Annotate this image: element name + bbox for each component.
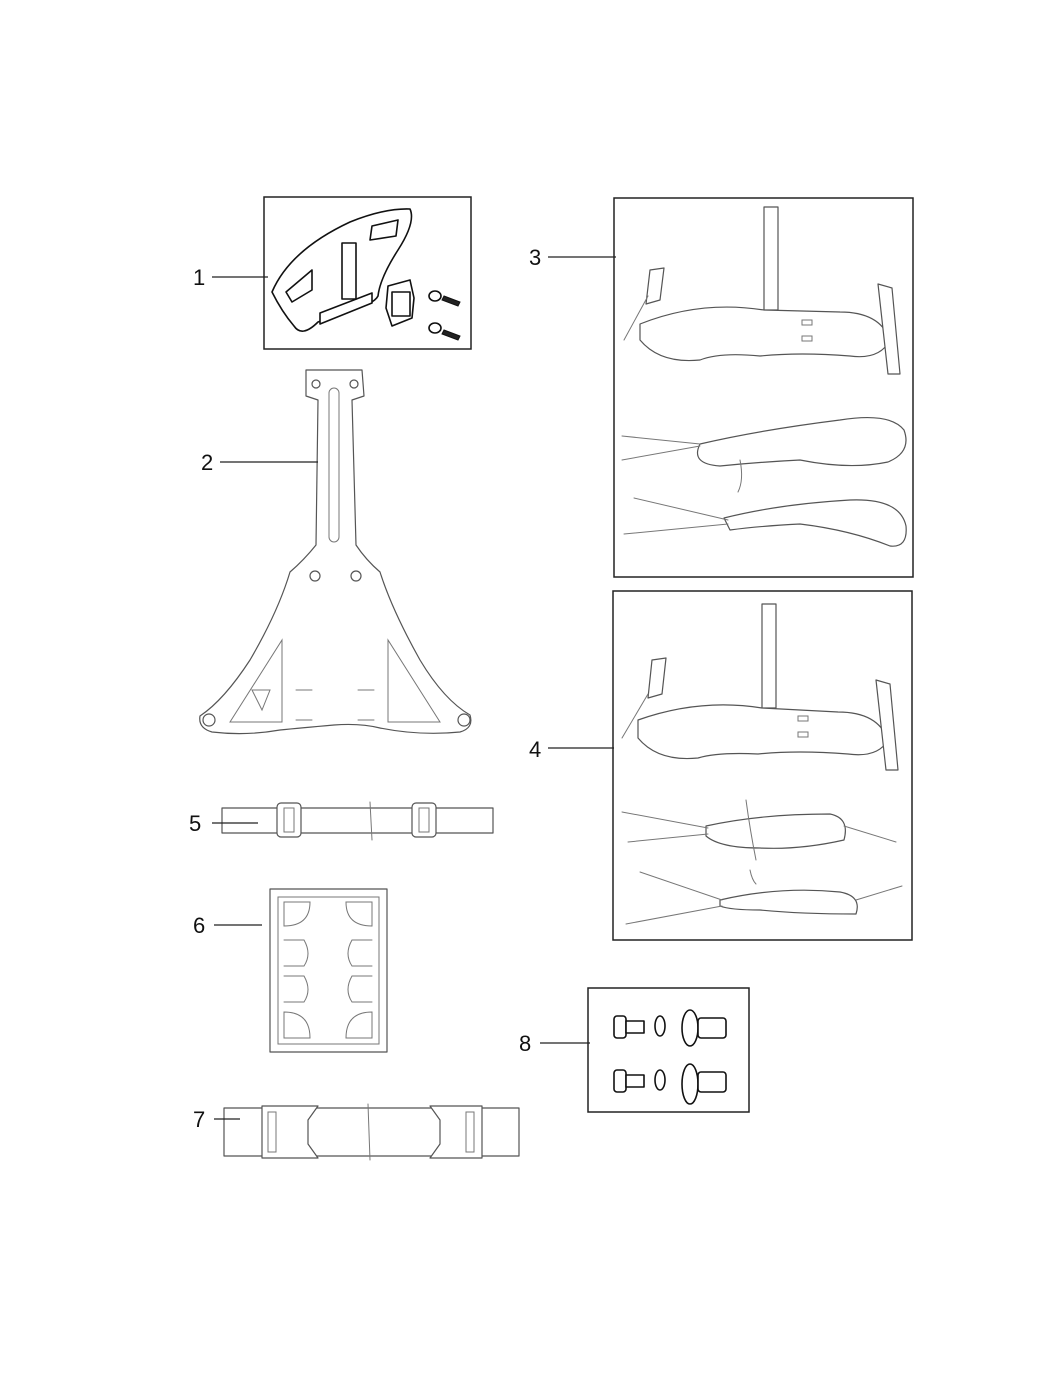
part-1-bracket-slot: [341, 242, 357, 300]
part-2-backplate-outline: [199, 369, 472, 735]
part-6-cell-2: [345, 901, 373, 927]
part-7-buckle-male-slot: [267, 1111, 277, 1153]
part-3-slot-2: [801, 335, 813, 342]
part-7-buckle-female-slot: [465, 1111, 475, 1153]
part-6-cell-3: [283, 939, 309, 967]
part-5-slider-left: [276, 802, 302, 838]
part-5-strap-with-sliders: [221, 801, 494, 841]
part-8-washer-1: [654, 1015, 666, 1037]
part-3-waist-belt: [639, 306, 891, 362]
callout-5: 5: [189, 811, 201, 836]
part-8-bolt-2-shank: [625, 1074, 645, 1088]
part-2-center-slot: [328, 387, 340, 543]
part-3-connector: [737, 459, 743, 493]
part-1-bracket-kit: [263, 196, 472, 350]
callout-7: 7: [193, 1107, 205, 1132]
part-1-washer-2: [428, 322, 442, 334]
part-4-webbing-lower: [625, 871, 903, 925]
part-5-slider-left-inner: [283, 807, 295, 833]
part-6-cell-5: [283, 975, 309, 1003]
part-3-frame: [613, 197, 914, 578]
callout-2: 2: [201, 450, 213, 475]
part-4-buckle-left: [647, 657, 667, 699]
part-4-buckle-right: [875, 679, 899, 771]
part-4-shoulder-strap-upper: [705, 813, 846, 849]
part-6-cell-7: [283, 1011, 311, 1039]
part-6-outer-frame: [269, 888, 388, 1053]
part-3-shoulder-strap-upper: [696, 416, 907, 467]
part-2-hole-top-right: [349, 379, 359, 389]
part-1-screw-2: [441, 329, 461, 341]
part-3-buckle-right: [877, 283, 901, 375]
part-6-inner-frame: [277, 896, 380, 1045]
part-8-spacer-2-flange: [681, 1063, 699, 1105]
callout-1: 1: [193, 265, 205, 290]
part-6-cell-8: [345, 1011, 373, 1039]
part-7-strap-with-buckle: [223, 1103, 520, 1161]
part-1-slot-left: [285, 269, 313, 303]
part-4-slot-1: [797, 715, 809, 722]
part-8-frame: [587, 987, 750, 1113]
callout-4: 4: [529, 737, 541, 762]
part-4-connector: [745, 799, 757, 885]
part-2-cutout-lower-left: [251, 689, 271, 712]
part-3-shoulder-strap-lower: [723, 499, 907, 547]
part-3-tab-left: [623, 295, 649, 341]
part-3-webbing-lower: [623, 497, 729, 535]
part-8-bolt-1-shank: [625, 1020, 645, 1034]
callout-8: 8: [519, 1031, 531, 1056]
part-6-cell-4: [347, 939, 373, 967]
part-8-screw-set: [587, 987, 750, 1113]
part-1-frame: [263, 196, 472, 350]
part-4-vertical-strap: [761, 603, 777, 709]
part-1-clip-body: [391, 291, 411, 317]
part-8-spacer-1-body: [697, 1017, 727, 1039]
part-4-waist-belt: [637, 704, 889, 760]
part-3-vertical-strap: [763, 206, 779, 311]
part-1-slot-top: [369, 219, 399, 241]
part-8-bolt-1-head: [613, 1015, 627, 1039]
part-7-buckle-female: [429, 1105, 483, 1159]
part-4-shoulder-strap-lower: [719, 889, 858, 915]
part-2-hole-bottom-right: [457, 713, 471, 727]
part-5-slider-right-inner: [418, 807, 430, 833]
part-1-washer-1: [428, 290, 442, 302]
part-2-hole-mid-left: [309, 570, 321, 582]
part-6-cell-6: [347, 975, 373, 1003]
part-2-hole-top-left: [311, 379, 321, 389]
part-4-webbing-upper: [621, 811, 897, 843]
part-8-spacer-2-body: [697, 1071, 727, 1093]
part-5-break-mark: [369, 801, 373, 841]
part-8-spacer-1-flange: [681, 1009, 699, 1047]
part-2-cutout-right: [387, 638, 441, 723]
part-2-hole-bottom-left: [202, 713, 216, 727]
part-2-backplate: [199, 369, 472, 735]
part-4-frame: [612, 590, 913, 941]
part-5-webbing: [221, 807, 494, 834]
part-2-hole-mid-right: [350, 570, 362, 582]
part-5-slider-right: [411, 802, 437, 838]
part-1-screw-1: [441, 295, 461, 307]
part-3-webbing-upper: [621, 435, 701, 461]
part-8-washer-2: [654, 1069, 666, 1091]
callout-3: 3: [529, 245, 541, 270]
part-3-buckle-left: [645, 267, 665, 305]
part-4-slot-2: [797, 731, 809, 738]
part-6-adapter-pad: [269, 888, 388, 1053]
part-4-tab-left: [621, 693, 649, 739]
part-6-cell-1: [283, 901, 311, 927]
part-8-bolt-2-head: [613, 1069, 627, 1093]
callout-6: 6: [193, 913, 205, 938]
part-3-harness: [613, 197, 914, 578]
part-4-harness-variant: [612, 590, 913, 941]
part-2-cutout-left: [229, 638, 283, 723]
part-3-slot-1: [801, 319, 813, 326]
part-7-break-mark: [367, 1103, 371, 1161]
